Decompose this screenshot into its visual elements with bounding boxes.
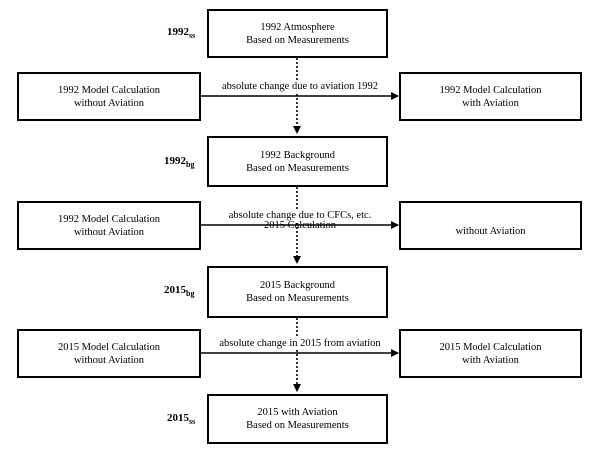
row-label-2015bg: 2015bg — [164, 284, 195, 298]
connector-label-aviation-1992: absolute change due to aviation 1992 — [220, 81, 380, 93]
connector-label-cfcs: absolute change due to CFCs, etc. — [226, 210, 374, 222]
row-label-1992ss: 1992ss — [167, 26, 196, 40]
row-label-2015ss: 2015ss — [167, 412, 196, 426]
right-box-without-aviation: without Aviation — [399, 201, 582, 250]
connector-label-aviation-2015: absolute change in 2015 from aviation — [217, 338, 383, 350]
row-label-1992bg: 1992bg — [164, 155, 195, 169]
connector-label-2015-calculation: 2015 Calculation — [263, 220, 337, 231]
